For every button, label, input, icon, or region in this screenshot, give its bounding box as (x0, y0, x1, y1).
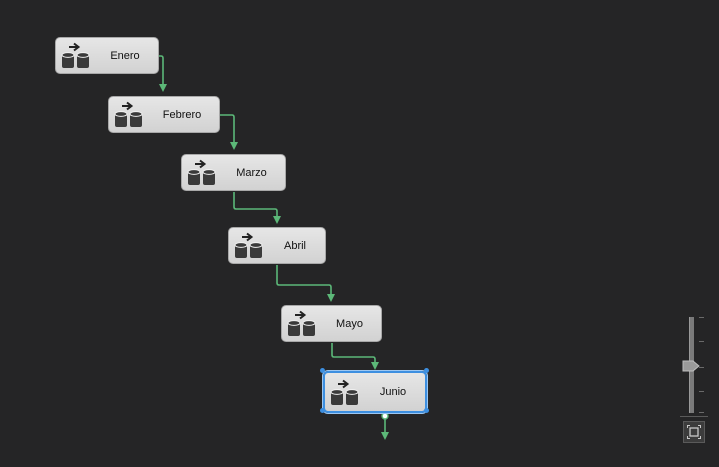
connector-grip[interactable] (381, 412, 389, 420)
data-flow-task-icon (114, 101, 143, 128)
data-flow-task-icon (234, 232, 263, 259)
selection-handle-bottom-right[interactable] (424, 408, 429, 413)
precedence-connector-abril-mayo[interactable] (276, 265, 335, 302)
selection-handle-bottom-left[interactable] (320, 408, 325, 413)
zoom-tick (699, 341, 704, 342)
task-febrero[interactable]: Febrero (108, 96, 220, 133)
task-label: Abril (283, 239, 306, 252)
task-label: Marzo (236, 166, 267, 179)
task-enero[interactable]: Enero (55, 37, 159, 74)
selection-handle-top-right[interactable] (424, 368, 429, 373)
task-mayo[interactable]: Mayo (281, 305, 382, 342)
task-marzo[interactable]: Marzo (181, 154, 286, 191)
data-flow-task-icon (287, 310, 316, 337)
zoom-tick (699, 391, 704, 392)
data-flow-task-icon (330, 379, 359, 406)
task-abril[interactable]: Abril (228, 227, 326, 264)
task-junio[interactable]: Junio (323, 371, 427, 413)
data-flow-task-icon (187, 159, 216, 186)
task-label: Enero (110, 49, 140, 62)
task-label: Febrero (162, 108, 202, 121)
precedence-connector-febrero-marzo[interactable] (220, 114, 238, 150)
zoom-panel (680, 305, 710, 447)
zoom-to-fit-button[interactable] (683, 421, 705, 443)
precedence-connector-mayo-junio[interactable] (331, 343, 379, 370)
data-flow-task-icon (61, 42, 90, 69)
zoom-tick (699, 367, 704, 368)
task-label: Mayo (336, 317, 363, 330)
zoom-to-fit-icon (687, 425, 701, 439)
zoom-slider-thumb[interactable] (682, 360, 700, 372)
zoom-tick (699, 317, 704, 318)
precedence-connector-marzo-abril[interactable] (233, 192, 281, 224)
task-label: Junio (379, 386, 407, 398)
zoom-tick (699, 412, 704, 413)
precedence-connector-enero-febrero[interactable] (159, 55, 167, 92)
zoom-divider (680, 416, 708, 417)
selection-handle-top-left[interactable] (320, 368, 325, 373)
